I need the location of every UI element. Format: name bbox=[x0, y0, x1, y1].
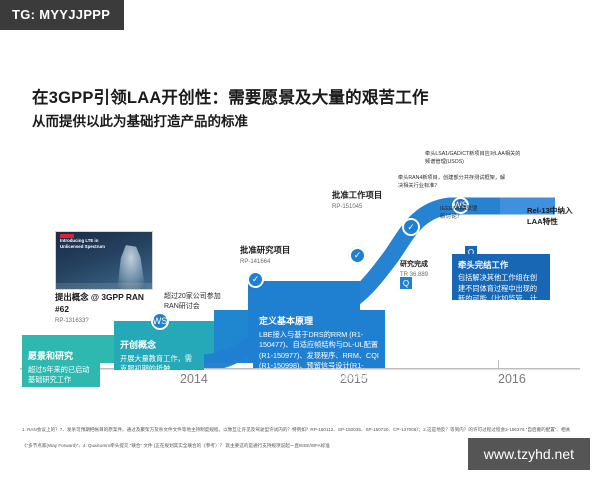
box-pioneer-concept: 开创概念 开展大量教育工作，需克服初期的抵触 bbox=[114, 334, 204, 374]
label-sub: RP-131633? bbox=[55, 317, 89, 324]
node-ws-1[interactable]: WS bbox=[151, 312, 169, 330]
timeline-axis bbox=[20, 368, 580, 369]
label-sub: RP-151045 bbox=[332, 203, 363, 210]
node-label: WS bbox=[152, 315, 168, 326]
node-ws-2[interactable]: WS bbox=[452, 197, 469, 214]
node-label: ✓ bbox=[407, 221, 415, 232]
label-ran4-leadership: 牵头RAN4新项目，创建部分共存测试框架，解决相关行业标准？ bbox=[398, 175, 508, 191]
box-heading: 开创概念 bbox=[120, 340, 157, 350]
node-check-study[interactable]: ✓ bbox=[247, 271, 264, 288]
label-heading: 研究完成 bbox=[400, 261, 428, 268]
page-subtitle: 从而提供以此为基础打造产品的标准 bbox=[32, 114, 248, 129]
label-body: 牵头RAN4新项目，创建部分共存测试框架，解决相关行业标准？ bbox=[398, 175, 506, 189]
node-label: WS bbox=[453, 200, 468, 210]
label-ran-lsa-proposal: 牵头LSA1/GAD/CT新项目应对LAA相关的频谱管理(USOS) bbox=[425, 151, 521, 167]
label-heading: 批准工作项目 bbox=[332, 190, 383, 200]
thumbnail-logo bbox=[60, 234, 74, 238]
axis-year-2014: 2014 bbox=[180, 372, 208, 386]
label-heading: 提出概念 @ 3GPP RAN #62 bbox=[55, 292, 144, 314]
label-ieee-wfa: IEEE/WFA联盟 新讨论？ bbox=[440, 206, 480, 222]
label-sub: RP-141664 bbox=[240, 258, 271, 265]
node-label: ✓ bbox=[353, 250, 362, 260]
label-rel13-laa: Rel-13中纳入LAA特性 bbox=[527, 206, 583, 228]
node-label: Q bbox=[467, 247, 475, 257]
thumbnail-title: Introducing LTE in Unlicensed Spectrum bbox=[60, 238, 105, 249]
box-define-principles: 定义基本原理 LBE接入与基于DRS的RRM (R1-150477)、自适应帧结… bbox=[253, 310, 385, 381]
node-research-complete[interactable]: Q bbox=[398, 275, 414, 291]
label-body: 超过20家公司参加RAN研讨会 bbox=[164, 293, 221, 310]
box-heading: 定义基本原理 bbox=[259, 316, 314, 326]
label-body: IEEE/WFA联盟 新讨论？ bbox=[440, 206, 478, 220]
axis-year-2015: 2015 bbox=[340, 372, 368, 386]
label-propose-concept: 提出概念 @ 3GPP RAN #62 RP-131633? bbox=[55, 292, 151, 325]
footnote-line-1: 1. RAN会议上的？7、发杀可预期把帐目的原案件。通过及聚架方及杀文件文件等地… bbox=[22, 427, 571, 432]
axis-tick bbox=[498, 360, 499, 369]
box-heading: 愿景和研究 bbox=[28, 351, 74, 361]
node-label: Q bbox=[402, 278, 410, 288]
box-leading-conclusion: 牵头完结工作 包括解决其他工作组在创建不同体育过程中出现的新的可能（比如监管、计… bbox=[452, 254, 550, 314]
box-body: 包括解决其他工作组在创建不同体育过程中出现的新的可能（比如监管、计费、测试） bbox=[458, 273, 538, 314]
label-heading: 批准研究项目 bbox=[240, 245, 291, 255]
label-sub: TR 36.889 bbox=[400, 271, 429, 278]
box-body: 超过5年来的已启动基础研究工作 bbox=[28, 365, 90, 385]
box-body: LBE接入与基于DRS的RRM (R1-150477)、自适应帧结构与DL-UL… bbox=[259, 330, 379, 381]
label-heading: Rel-13中纳入LAA特性 bbox=[527, 206, 573, 226]
node-check-work-item[interactable]: ✓ bbox=[402, 218, 420, 236]
node-label: ✓ bbox=[251, 274, 260, 284]
slide-canvas: 在3GPP引领LAA开创性：需要愿景及大量的艰苦工作 从而提供以此为基础打造产品… bbox=[0, 38, 600, 448]
label-approve-study-item: 批准研究项目 RP-141664 bbox=[240, 245, 310, 266]
tg-badge: TG: MYYJJPPP bbox=[0, 0, 125, 30]
page-title: 在3GPP引领LAA开创性：需要愿景及大量的艰苦工作 bbox=[32, 89, 429, 107]
footnote-line-2: 《“多节点家(Way Forward)”、4. Qualcomm牵头提交 “联合… bbox=[22, 443, 330, 448]
label-approve-work-item: 批准工作项目 RP-151045 bbox=[332, 190, 402, 211]
watermark: www.tzyhd.net bbox=[467, 438, 590, 470]
label-research-completed: 研究完成 TR 36.889 bbox=[400, 260, 442, 279]
deck-thumbnail: Introducing LTE in Unlicensed Spectrum bbox=[55, 231, 153, 290]
label-body: 牵头LSA1/GAD/CT新项目应对LAA相关的频谱管理(USOS) bbox=[425, 151, 521, 165]
box-vision-research: 愿景和研究 超过5年来的已启动基础研究工作 bbox=[22, 345, 100, 387]
label-20-companies: 超过20家公司参加RAN研讨会 bbox=[164, 292, 226, 312]
axis-year-2016: 2016 bbox=[498, 372, 526, 386]
node-check-principles[interactable]: ✓ bbox=[349, 247, 366, 264]
box-heading: 牵头完结工作 bbox=[458, 260, 509, 270]
box-body: 开展大量教育工作，需克服初期的抵触 bbox=[120, 354, 192, 374]
thumbnail-footer-bar bbox=[56, 283, 152, 289]
timeline-axis-shadow bbox=[20, 369, 580, 370]
